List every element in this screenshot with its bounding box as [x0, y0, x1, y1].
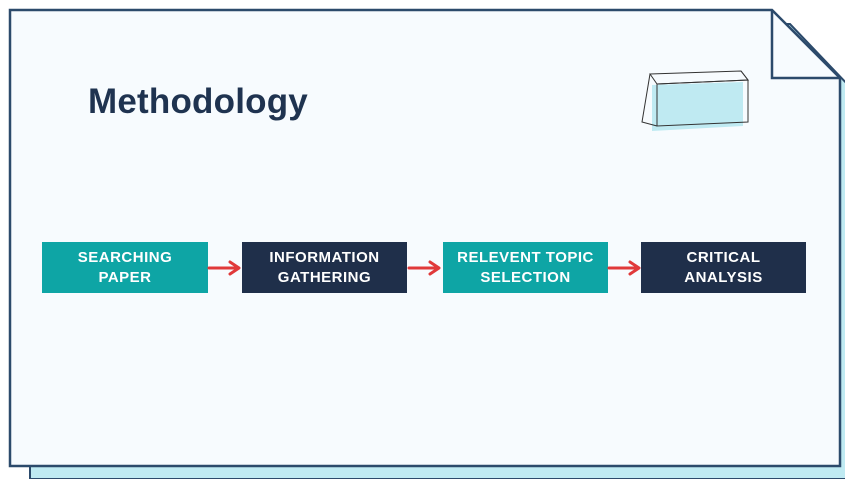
step-label: CRITICAL ANALYSIS	[684, 248, 763, 286]
step-label: INFORMATION GATHERING	[269, 248, 380, 286]
arrow-right-icon	[407, 260, 441, 276]
paper-sheet	[8, 8, 842, 468]
step-relevent-topic-selection: RELEVENT TOPIC SELECTION	[443, 242, 608, 293]
page-title: Methodology	[88, 82, 308, 121]
arrow-right-icon	[207, 260, 241, 276]
arrow-right-icon	[607, 260, 641, 276]
step-label: SEARCHING PAPER	[77, 248, 173, 286]
step-searching-paper: SEARCHING PAPER	[42, 242, 208, 293]
step-information-gathering: INFORMATION GATHERING	[242, 242, 407, 293]
paper-fold	[770, 10, 840, 80]
step-label: RELEVENT TOPIC SELECTION	[457, 248, 594, 286]
step-critical-analysis: CRITICAL ANALYSIS	[641, 242, 806, 293]
decor-bar-icon	[641, 70, 749, 131]
